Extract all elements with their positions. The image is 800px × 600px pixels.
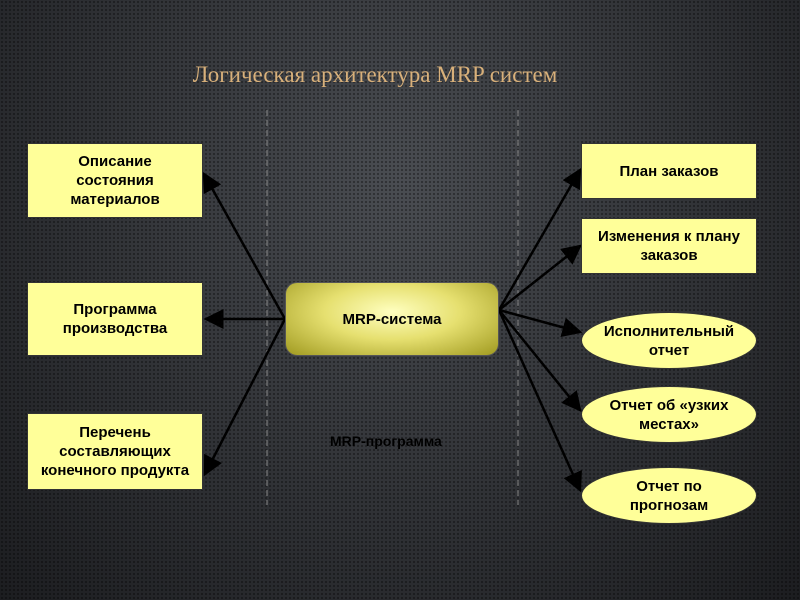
arrow-to-output-2 (498, 244, 582, 311)
output-box-order-plan: План заказов (581, 143, 757, 199)
input-box-production-program: Программа производства (27, 282, 203, 356)
arrow-to-output-5 (497, 309, 582, 493)
input-box-materials: Описание состояния материалов (27, 143, 203, 218)
arrow-to-input-1 (202, 171, 287, 320)
arrow-to-input-3 (203, 318, 287, 477)
input-box-bill-of-materials: Перечень составляющих конечного продукта (27, 413, 203, 490)
output-ellipse-forecast-report: Отчет по прогнозам (581, 467, 757, 524)
output-box-plan-changes: Изменения к плану заказов (581, 218, 757, 274)
output-ellipse-performance-report: Исполнительный отчет (581, 312, 757, 369)
arrow-to-output-3 (498, 308, 583, 338)
mrp-program-label: MRP-программа (330, 433, 442, 449)
slide-title: Логическая архитектура MRP систем (192, 62, 558, 87)
output-ellipse-bottleneck-report: Отчет об «узких местах» (581, 386, 757, 443)
arrow-to-output-1 (497, 167, 582, 311)
mrp-system-box: MRP-система (285, 282, 499, 356)
arrow-to-output-4 (498, 309, 582, 412)
